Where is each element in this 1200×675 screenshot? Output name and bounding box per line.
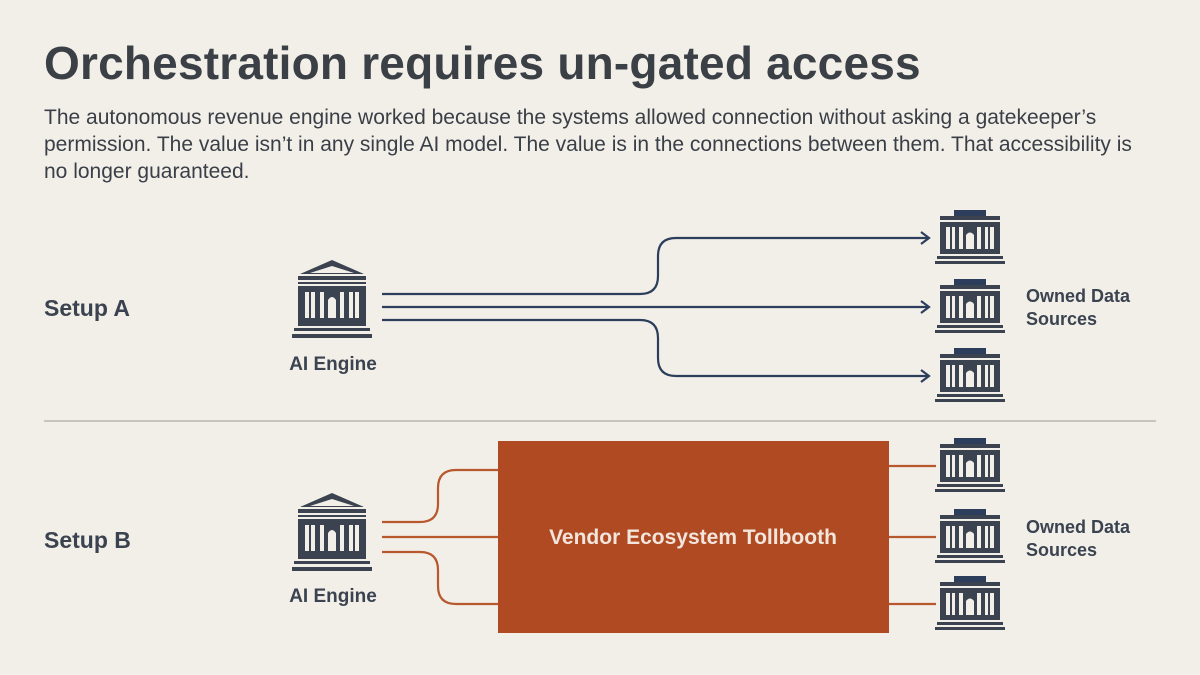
arrow-icon	[920, 300, 931, 314]
ai-engine-b-icon	[292, 493, 372, 571]
sources-a-label-line1: Owned Data	[1026, 286, 1131, 306]
data-source-b2-icon	[935, 509, 1005, 563]
connector-b-bottom	[382, 550, 498, 606]
connector-a-bottom	[382, 318, 928, 378]
sources-a-label: Owned Data Sources	[1026, 286, 1135, 329]
setup-a-connectors	[382, 236, 928, 378]
arrow-icon	[920, 369, 931, 383]
page-title: Orchestration requires un-gated access	[44, 37, 921, 89]
data-source-b1-icon	[935, 438, 1005, 492]
connector-a-top	[382, 236, 928, 296]
vendor-tollbooth-box	[498, 441, 889, 633]
sources-b-label-line2: Sources	[1026, 540, 1097, 560]
setup-a-arrowheads	[920, 231, 931, 383]
data-source-b3-icon	[935, 576, 1005, 630]
data-source-a3-icon	[935, 348, 1005, 402]
setup-b-label: Setup B	[44, 527, 131, 553]
connector-b-top	[382, 468, 498, 524]
sources-b-label-line1: Owned Data	[1026, 517, 1131, 537]
setup-a-label: Setup A	[44, 295, 130, 321]
sources-b-label: Owned Data Sources	[1026, 517, 1135, 560]
setup-b-connectors	[382, 464, 936, 606]
data-source-a1-icon	[935, 210, 1005, 264]
arrow-icon	[920, 231, 931, 245]
sources-a-label-line2: Sources	[1026, 309, 1097, 329]
vendor-tollbooth-label: Vendor Ecosystem Tollbooth	[549, 526, 837, 549]
ai-engine-a-label: AI Engine	[289, 354, 377, 375]
data-source-a2-icon	[935, 279, 1005, 333]
ai-engine-b-label: AI Engine	[289, 586, 377, 607]
page-description: The autonomous revenue engine worked bec…	[44, 106, 1132, 183]
ai-engine-a-icon	[292, 260, 372, 338]
